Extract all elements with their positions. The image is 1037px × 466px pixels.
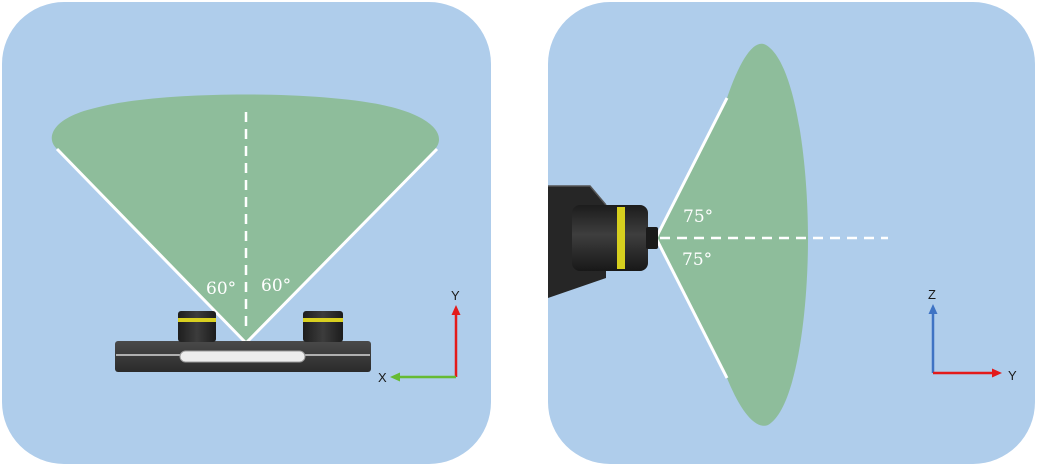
lens-barrel-ring xyxy=(617,207,625,269)
z-axis-label: Z xyxy=(928,287,936,302)
y-axis-side-arrowhead xyxy=(992,368,1002,378)
angle-upper-label: 75° xyxy=(683,207,713,227)
lens-tip xyxy=(646,227,658,249)
fov-boundary-upper xyxy=(654,97,729,239)
fov-boundary-right xyxy=(244,147,439,345)
y-axis-label: Y xyxy=(451,288,460,303)
x-axis-arrowhead xyxy=(390,372,400,382)
lens-left xyxy=(178,311,216,342)
camera-light-bar xyxy=(179,350,306,363)
top-view-panel: 60° 60° Y X xyxy=(2,2,491,464)
camera-housing-edge xyxy=(548,185,607,206)
depth-camera-side-view xyxy=(548,185,658,298)
y-axis-side-label: Y xyxy=(1008,368,1017,383)
z-axis-arrowhead xyxy=(928,304,938,314)
angle-lower-label: 75° xyxy=(682,250,712,270)
vertical-fov-cone xyxy=(656,43,808,426)
fov-boundary-left xyxy=(55,147,248,345)
angle-right-label: 60° xyxy=(261,276,291,296)
axes-xy: Y X xyxy=(378,288,461,385)
lens-barrel xyxy=(572,205,648,271)
lens-right xyxy=(303,311,343,342)
x-axis-label: X xyxy=(378,370,387,385)
fov-boundary-lower xyxy=(654,237,729,379)
lens-right-ring xyxy=(303,318,343,322)
depth-camera-top-view xyxy=(115,311,371,372)
angle-left-label: 60° xyxy=(206,279,236,299)
y-axis-arrowhead xyxy=(451,305,461,315)
axes-zy: Z Y xyxy=(928,287,1017,383)
lens-left-ring xyxy=(178,318,216,322)
side-view-panel: 75° 75° Z Y xyxy=(548,2,1035,464)
